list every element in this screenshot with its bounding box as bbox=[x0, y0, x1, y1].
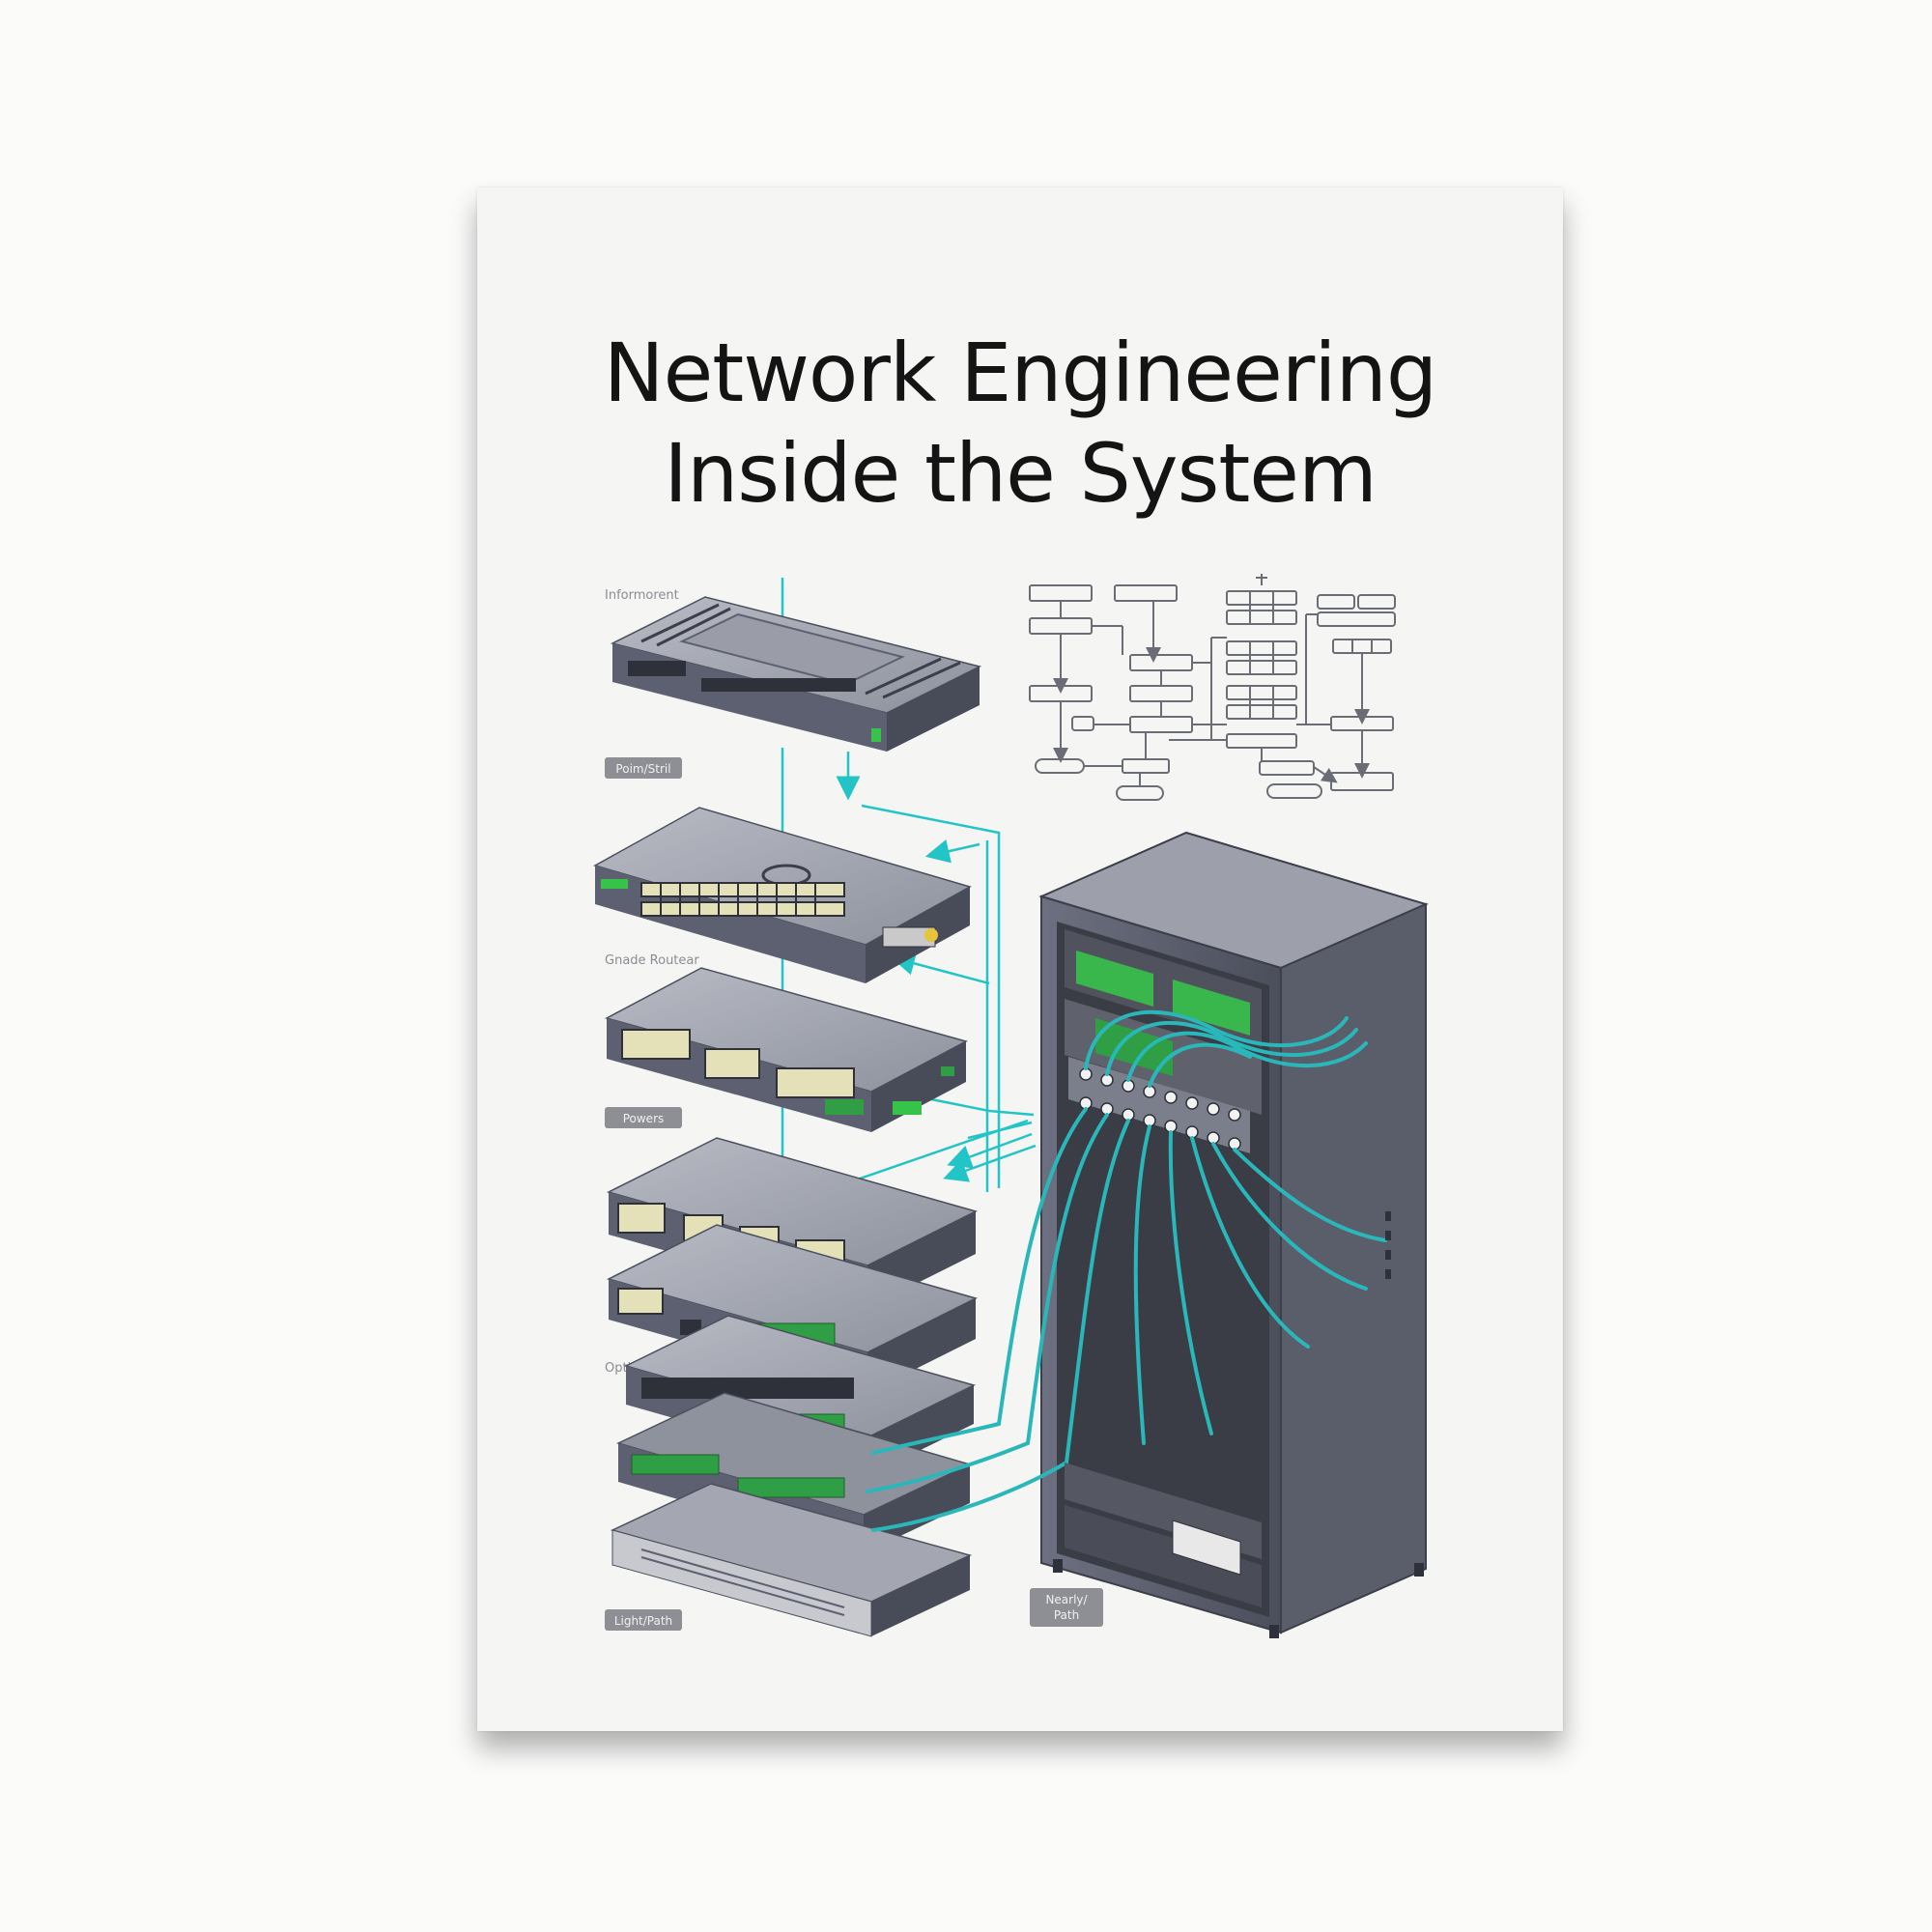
tag-powers-text: Powers bbox=[623, 1112, 665, 1125]
tag-powers: Powers bbox=[605, 1107, 682, 1128]
rack-lower-equipment bbox=[1065, 1463, 1262, 1607]
device-8 bbox=[610, 1483, 973, 1637]
tag-nearly-path-text-1: Nearly/ bbox=[1045, 1593, 1088, 1606]
diagram-stack bbox=[1226, 574, 1297, 749]
device-2-ports bbox=[640, 882, 845, 917]
page-title: Network Engineering Inside the System bbox=[477, 323, 1563, 524]
rack-cables bbox=[866, 1009, 1387, 1532]
title-line-2: Inside the System bbox=[664, 426, 1378, 521]
tag-nearly-path: Nearly/ Path bbox=[1030, 1588, 1103, 1627]
rack-upper-equipment bbox=[1065, 929, 1262, 1115]
server-rack bbox=[866, 831, 1429, 1638]
device-3 bbox=[604, 967, 969, 1132]
poster: Network Engineering Inside the System In… bbox=[477, 187, 1563, 1731]
title-line-1: Network Engineering bbox=[603, 326, 1437, 420]
tag-poim-stril: Poim/Stril bbox=[605, 757, 682, 779]
tag-poim-stril-text: Poim/Stril bbox=[615, 762, 670, 776]
caption-top: Informorent bbox=[605, 588, 679, 603]
tag-light-path: Light/Path bbox=[605, 1609, 682, 1631]
patch-panel bbox=[1068, 1057, 1250, 1153]
tag-nearly-path-text-2: Path bbox=[1054, 1608, 1079, 1622]
tag-light-path-text: Light/Path bbox=[614, 1614, 672, 1628]
device-2 bbox=[593, 807, 972, 983]
caption-router: Gnade Routear bbox=[605, 953, 699, 968]
block-diagram bbox=[1029, 574, 1396, 801]
device-1 bbox=[610, 596, 982, 752]
network-illustration: Informorent Gnade Routear Optio/ Poim/St… bbox=[593, 574, 1429, 1638]
